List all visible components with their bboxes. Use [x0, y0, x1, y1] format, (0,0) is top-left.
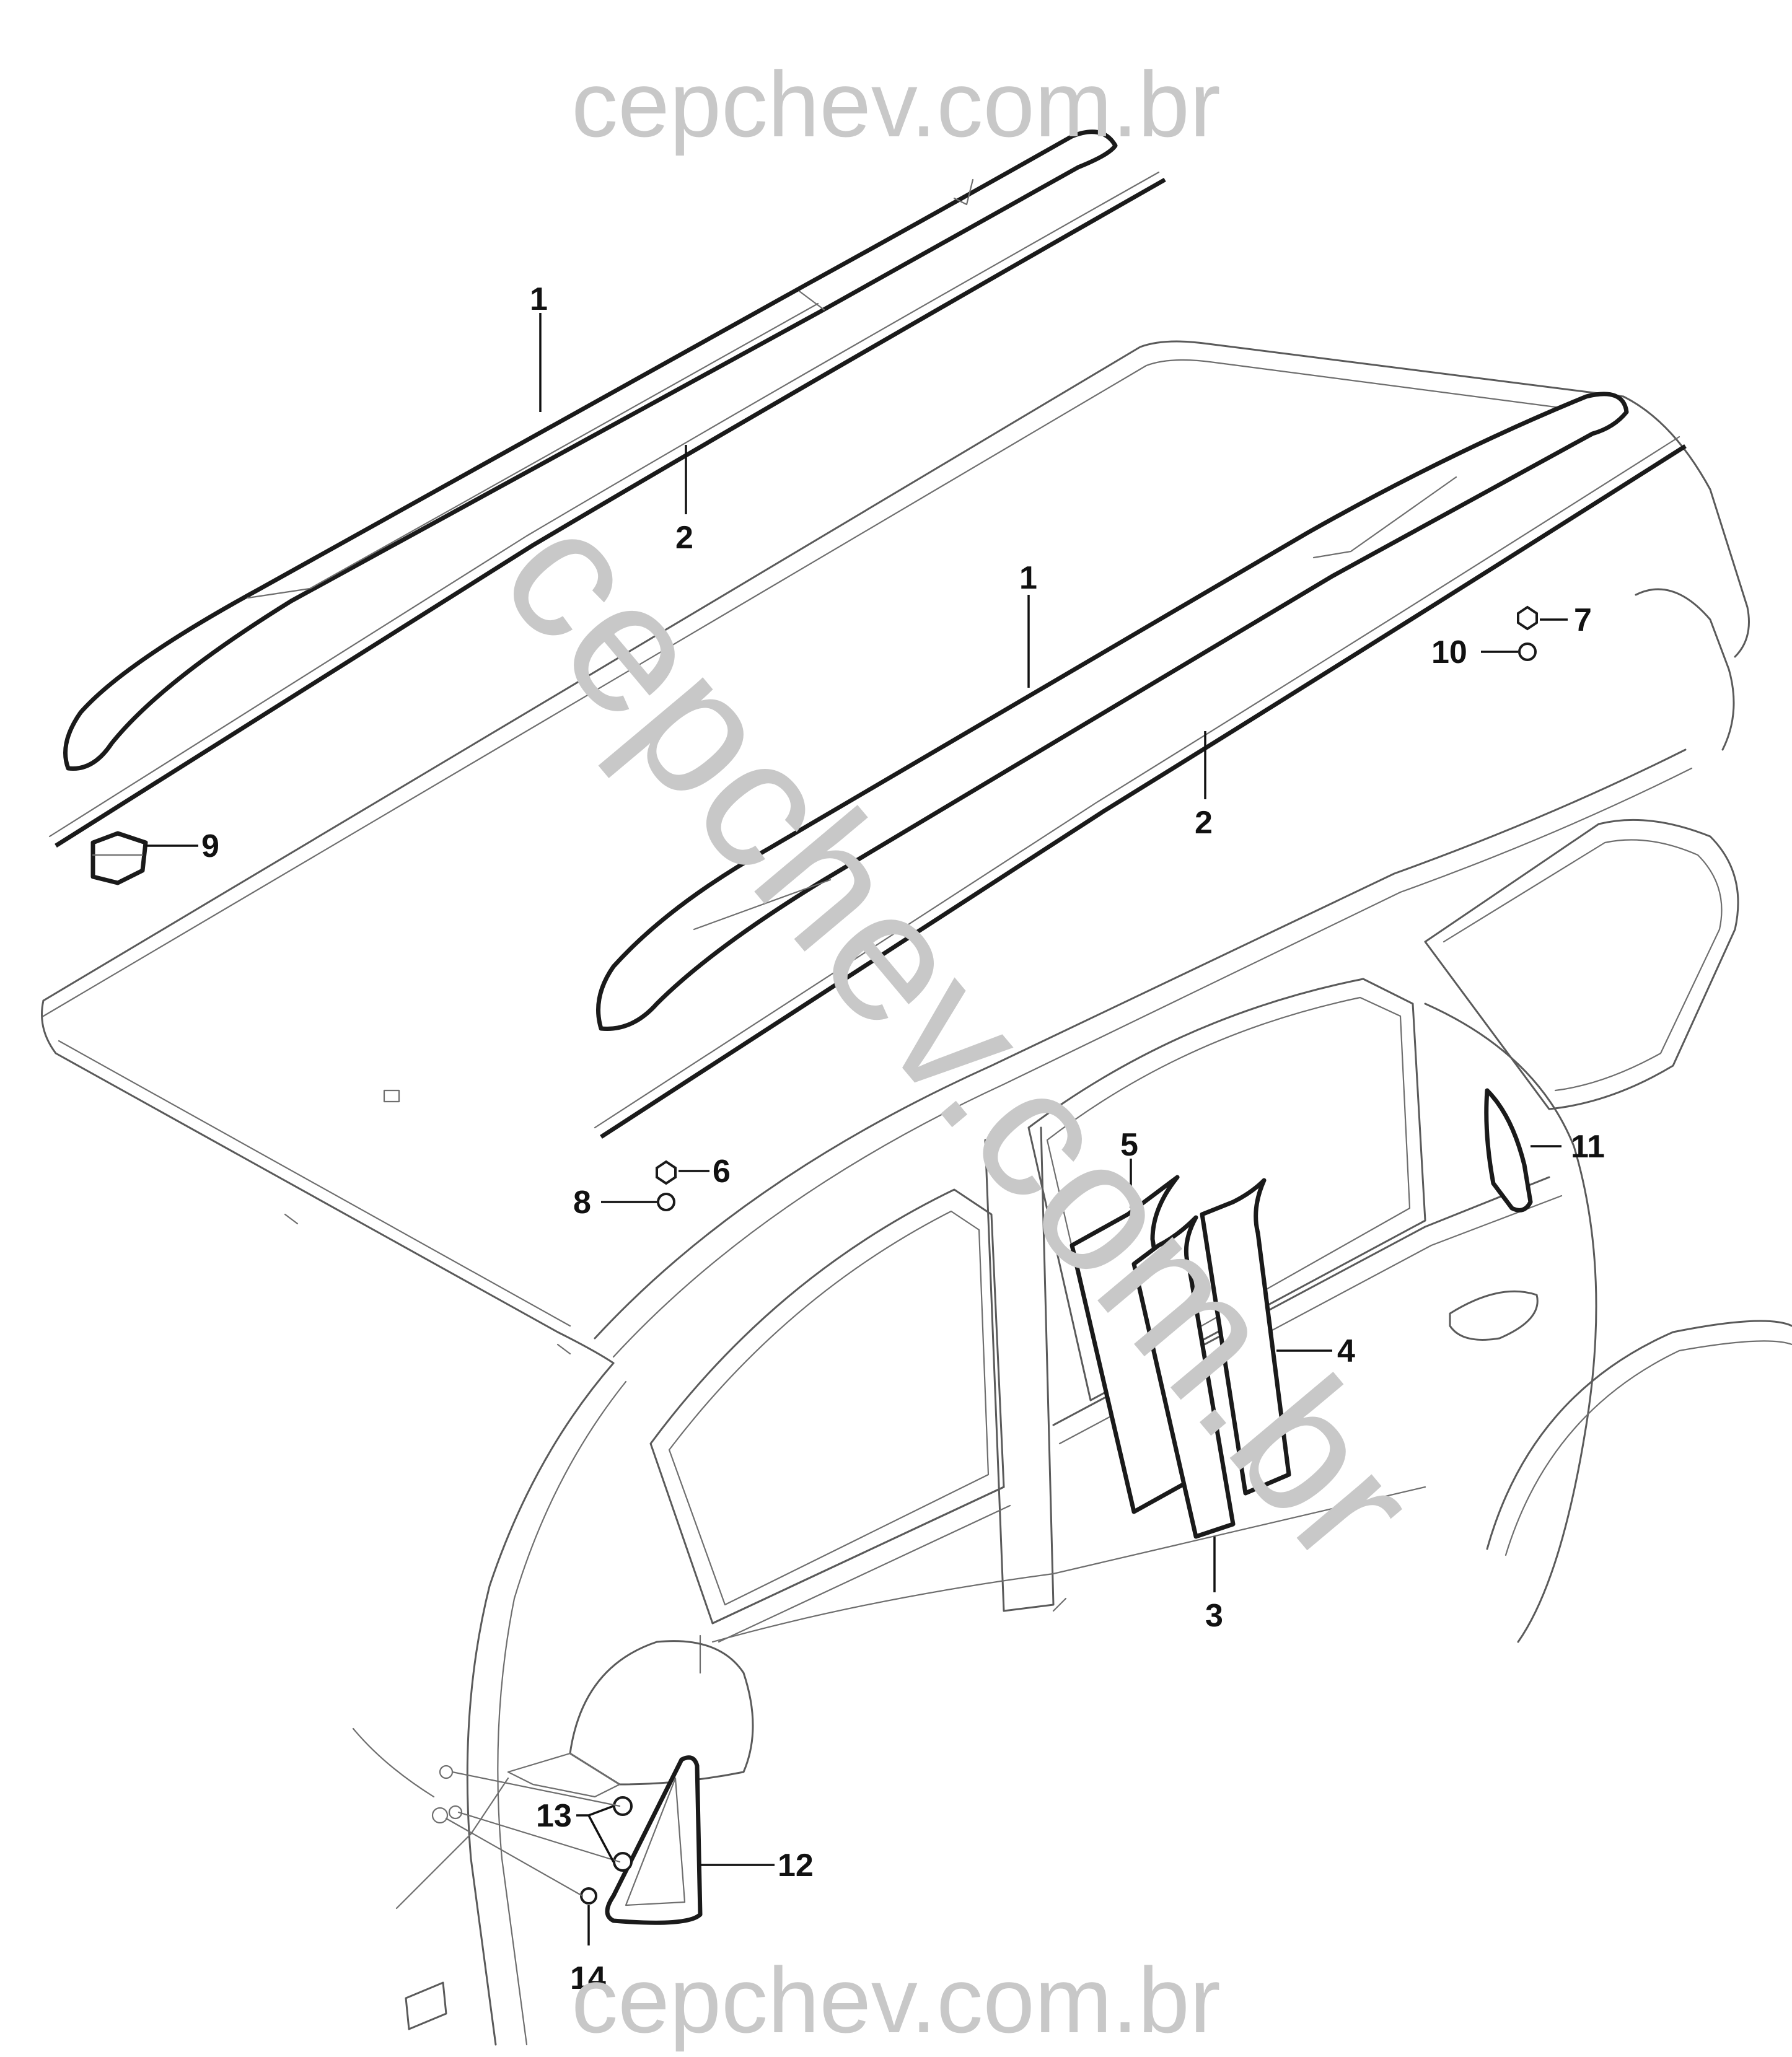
callout-1-right: 1 [1019, 560, 1037, 596]
leader-lines [146, 313, 1568, 1945]
pillar-trim-3[interactable] [1131, 1215, 1236, 1539]
bolt-7[interactable] [1517, 605, 1538, 631]
callout-9: 9 [201, 828, 219, 864]
roof-rail-seal-right[interactable] [594, 436, 1687, 1139]
washer-8[interactable] [657, 1193, 675, 1211]
callout-12: 12 [778, 1848, 814, 1884]
callout-2-right: 2 [1195, 805, 1213, 841]
watermark-top: cepchev.com.br [571, 52, 1221, 156]
mirror-triangle-trim-12[interactable] [605, 1755, 703, 1925]
callout-6: 6 [713, 1154, 731, 1190]
nut-13-lower[interactable] [613, 1852, 633, 1872]
callout-11: 11 [1571, 1129, 1605, 1165]
callout-10: 10 [1431, 634, 1467, 670]
watermark-bottom: cepchev.com.br [571, 1948, 1221, 2052]
callout-1-left: 1 [530, 281, 548, 317]
callout-13: 13 [536, 1798, 572, 1834]
nut-13-upper[interactable] [613, 1796, 633, 1816]
callout-7: 7 [1574, 602, 1592, 638]
callout-3: 3 [1205, 1598, 1223, 1634]
vehicle-body-outline [41, 340, 1792, 2046]
callout-2-left: 2 [675, 520, 693, 556]
callout-5: 5 [1120, 1127, 1138, 1163]
roof-rail-right[interactable] [596, 392, 1629, 1031]
callout-4: 4 [1337, 1333, 1355, 1369]
roof-rail-seal-left[interactable] [48, 171, 1166, 848]
pillar-trim-5[interactable] [1069, 1175, 1192, 1514]
clip-9[interactable] [90, 831, 148, 885]
washer-10[interactable] [1518, 643, 1537, 661]
watermarks: cepchev.com.br cepchev.com.br cepchev.co… [462, 52, 1457, 2052]
rear-quarter-trim-11[interactable] [1484, 1088, 1533, 1213]
callout-labels: 1 2 1 2 3 4 5 6 7 8 9 10 11 12 13 14 [201, 281, 1605, 1996]
callout-14: 14 [570, 1960, 606, 1996]
bolt-6[interactable] [656, 1160, 677, 1185]
watermark-diagonal: cepchev.com.br [462, 473, 1457, 1602]
mirror-mount-studs [431, 1765, 621, 1897]
callout-8: 8 [573, 1185, 591, 1221]
bolt-14[interactable] [580, 1887, 597, 1905]
pillar-trim-4[interactable] [1200, 1178, 1291, 1496]
roof-rail-left[interactable] [63, 129, 1118, 771]
